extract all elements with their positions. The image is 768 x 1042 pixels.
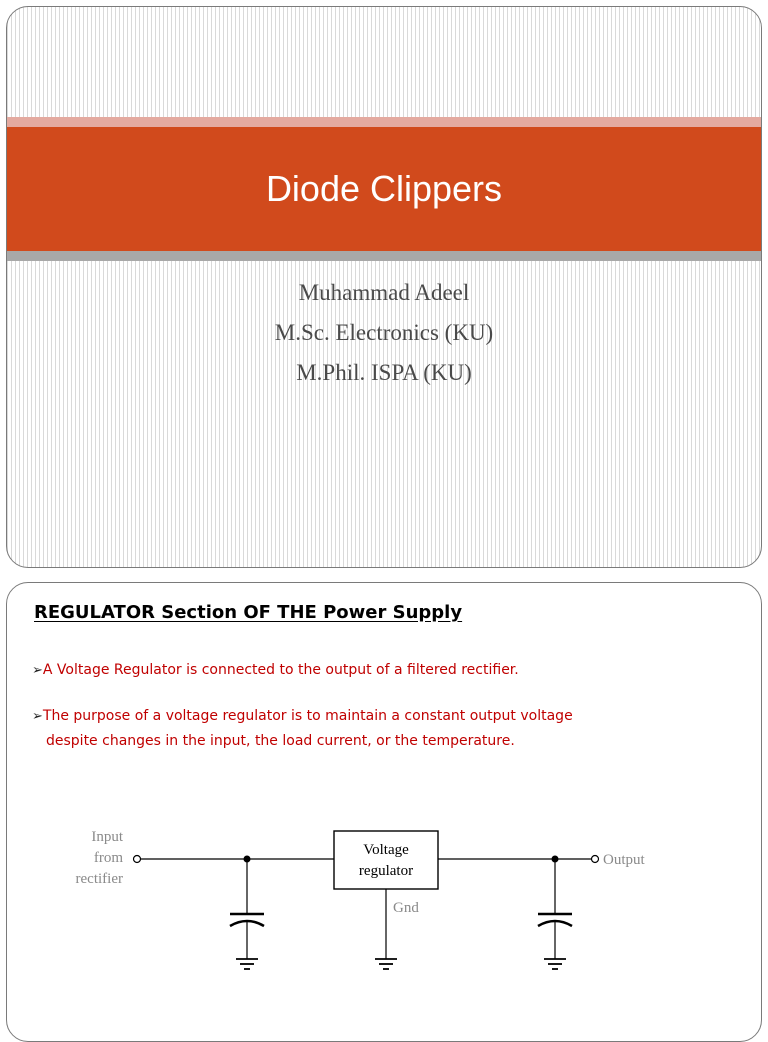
title-band-top-stripe xyxy=(7,117,761,127)
title-slide: Diode Clippers Muhammad Adeel M.Sc. Elec… xyxy=(6,6,762,568)
ground-symbol-icon xyxy=(236,958,258,970)
output-label: Output xyxy=(603,852,646,868)
ground-symbol-icon xyxy=(544,958,566,970)
author-block: Muhammad Adeel M.Sc. Electronics (KU) M.… xyxy=(7,273,761,393)
regulator-label-line-1: Voltage xyxy=(363,842,409,858)
input-label-line-3: rectifier xyxy=(76,871,123,887)
author-name: Muhammad Adeel xyxy=(298,280,470,305)
ground-symbol-icon xyxy=(375,958,397,970)
bullet-1: ➢A Voltage Regulator is connected to the… xyxy=(32,658,519,683)
input-capacitor xyxy=(229,859,265,959)
output-capacitor xyxy=(537,859,573,959)
input-label-line-1: Input xyxy=(91,829,123,845)
bullet-2-text-line-2: despite changes in the input, the load c… xyxy=(46,733,515,749)
title-band-bottom-stripe xyxy=(7,251,761,261)
input-label-line-2: from xyxy=(94,850,123,866)
regulator-circuit-diagram: Input from rectifier Voltage regulator G… xyxy=(76,829,646,970)
slide-title: Diode Clippers xyxy=(265,168,503,209)
voltage-regulator-box xyxy=(333,830,439,890)
output-terminal xyxy=(590,854,600,864)
gnd-label: Gnd xyxy=(393,900,419,916)
bullet-1-text: A Voltage Regulator is connected to the … xyxy=(42,662,519,678)
bullet-2: ➢The purpose of a voltage regulator is t… xyxy=(32,704,573,753)
title-band xyxy=(7,127,761,251)
bullet-2-text-line-1: The purpose of a voltage regulator is to… xyxy=(42,708,573,724)
bullet-arrow-icon: ➢ xyxy=(32,709,43,724)
author-degree-msc: M.Sc. Electronics (KU) xyxy=(274,320,494,345)
bullet-arrow-icon: ➢ xyxy=(32,663,43,678)
regulator-label-line-2: regulator xyxy=(359,863,413,879)
input-terminal xyxy=(132,854,142,864)
regulator-slide: REGULATOR Section OF THE Power Supply ➢A… xyxy=(6,582,762,1042)
regulator-slide-title: REGULATOR Section OF THE Power Supply xyxy=(34,602,463,623)
author-degree-mphil: M.Phil. ISPA (KU) xyxy=(296,360,472,385)
